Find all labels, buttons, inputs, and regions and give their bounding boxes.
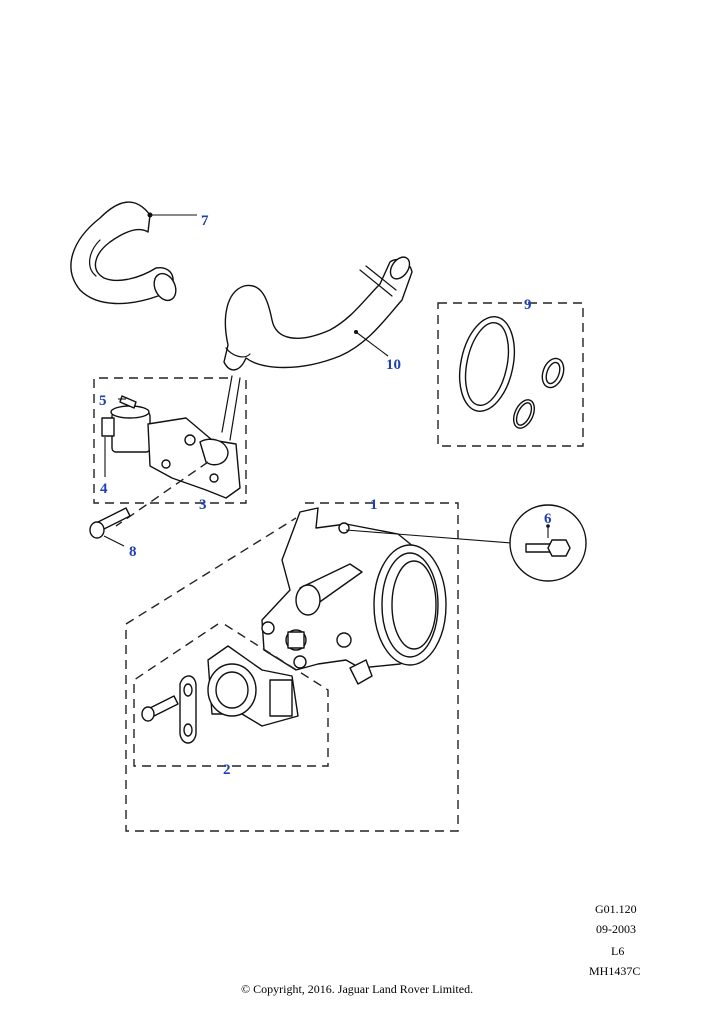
throttle-body-box	[125, 502, 513, 832]
callout-2: 2	[223, 762, 231, 778]
callout-9: 9	[524, 297, 532, 313]
callout-8: 8	[129, 544, 137, 560]
callout-10: 10	[386, 357, 401, 373]
callout-1: 1	[370, 497, 378, 513]
callout-5: 5	[99, 393, 107, 409]
seal-kit-box	[437, 302, 584, 447]
hose-7	[70, 201, 197, 305]
revision-date: 09-2003	[596, 922, 636, 936]
callout-6: 6	[544, 511, 552, 527]
reference-code: G01.120	[595, 902, 637, 916]
callout-7: 7	[201, 213, 209, 229]
hose-10	[223, 256, 413, 371]
copyright-notice: © Copyright, 2016. Jaguar Land Rover Lim…	[241, 982, 474, 996]
callout-4: 4	[100, 481, 108, 497]
bolt-8	[89, 507, 131, 547]
detail-circle-6	[509, 504, 587, 582]
sensor-box	[133, 623, 329, 767]
idle-valve-box	[93, 375, 247, 504]
callout-3: 3	[199, 497, 207, 513]
engine-code: L6	[611, 944, 625, 958]
illustration-id: MH1437C	[589, 964, 641, 978]
